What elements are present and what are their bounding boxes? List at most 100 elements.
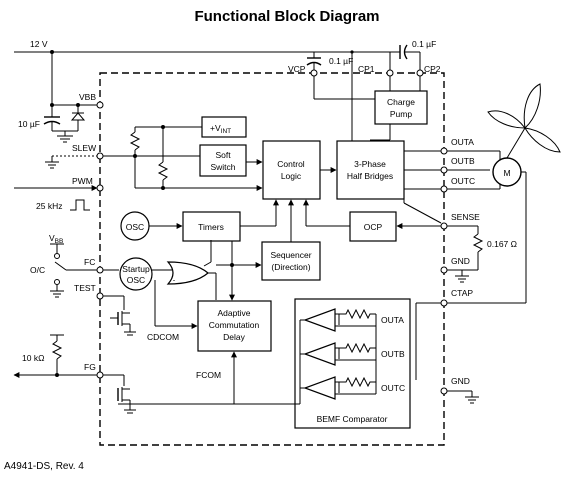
vcp-network: 0.1 µF VCP xyxy=(288,50,375,100)
pin-outc xyxy=(440,185,448,193)
charge-pump-line1: Charge xyxy=(387,97,415,107)
adaptive-line1: Adaptive xyxy=(217,308,250,318)
sequencer-block: Sequencer (Direction) xyxy=(261,199,321,281)
sense-resistor-label: 0.167 Ω xyxy=(487,239,517,249)
diagram-title: Functional Block Diagram xyxy=(194,8,379,25)
fg-network: FG 10 kΩ xyxy=(13,334,300,414)
vcp-cap-label: 0.1 µF xyxy=(329,56,353,66)
timers-label: Timers xyxy=(198,222,224,232)
cdcom-label: CDCOM xyxy=(147,332,179,342)
pin-slew xyxy=(96,152,104,160)
supply-rail: 12 V 10 µF xyxy=(14,39,390,143)
pin-gnd1-label: GND xyxy=(451,256,470,266)
ocp-label: OCP xyxy=(364,222,383,232)
vbb-cap-label: 10 µF xyxy=(18,119,40,129)
sense-network: SENSE 0.167 Ω GND xyxy=(440,212,517,283)
control-logic-block: Control Logic xyxy=(262,140,337,200)
ctap-network: CTAP xyxy=(415,288,527,380)
pin-vcp xyxy=(310,69,318,77)
pin-gnd2 xyxy=(440,387,448,395)
oc-label: O/C xyxy=(30,265,45,275)
pin-gnd1 xyxy=(440,266,448,274)
pin-ctap xyxy=(440,299,448,307)
bemf-label: BEMF Comparator xyxy=(317,414,388,424)
pin-cp1-label: CP1 xyxy=(358,64,375,74)
charge-pump-block: Charge Pump xyxy=(370,90,428,141)
pwm-freq-label: 25 kHz xyxy=(36,201,62,211)
adaptive-line3: Delay xyxy=(223,332,245,342)
startup-osc-line2: OSC xyxy=(127,275,145,285)
pin-vbb-label: VBB xyxy=(79,92,96,102)
pin-outa xyxy=(440,147,448,155)
pin-sense xyxy=(440,222,448,230)
startup-osc-block: Startup OSC xyxy=(119,257,172,291)
fg-pullup-label: 10 kΩ xyxy=(22,353,44,363)
osc-label: OSC xyxy=(126,222,144,232)
pin-slew-label: SLEW xyxy=(72,143,96,153)
pin-pwm xyxy=(96,184,104,192)
pin-cp1 xyxy=(386,69,394,77)
motor-label: M xyxy=(503,168,510,178)
startup-osc-line1: Startup xyxy=(122,264,150,274)
vint-prefix: +V xyxy=(210,123,221,133)
adaptive-commutation-block: Adaptive Commutation Delay CDCOM FCOM xyxy=(147,280,272,404)
pwm-input: PWM 25 kHz xyxy=(14,176,263,211)
adaptive-line2: Commutation xyxy=(209,320,260,330)
pin-cp2 xyxy=(416,69,424,77)
bemf-comparator-block: BEMF Comparator OUTA OUTB OUTC xyxy=(294,298,411,429)
control-logic-line1: Control xyxy=(277,159,305,169)
pin-fg-label: FG xyxy=(84,362,96,372)
motor: M xyxy=(492,157,527,300)
vint-block: +VINT xyxy=(135,116,247,162)
pin-vbb xyxy=(96,101,104,109)
bridges-line2: Half Bridges xyxy=(347,171,393,181)
pin-outa-label: OUTA xyxy=(451,137,474,147)
pin-fc xyxy=(96,266,104,274)
pin-test-label: TEST xyxy=(74,283,96,293)
svg-text:+VINT: +VINT xyxy=(210,123,231,135)
pin-cp2-label: CP2 xyxy=(424,64,441,74)
fc-network: VBB O/C FC xyxy=(30,233,119,298)
pin-fg xyxy=(96,371,104,379)
fcom-label: FCOM xyxy=(196,370,221,380)
vbb-ref-sub: BB xyxy=(55,238,64,245)
cp-cap-label: 0.1 µF xyxy=(412,39,436,49)
svg-text:VBB: VBB xyxy=(49,233,63,245)
pin-ctap-label: CTAP xyxy=(451,288,473,298)
comp-outb-label: OUTB xyxy=(381,349,405,359)
pin-outb-label: OUTB xyxy=(451,156,475,166)
fan-icon xyxy=(487,83,561,159)
slew-network: SLEW xyxy=(45,127,200,190)
charge-pump-line2: Pump xyxy=(390,109,412,119)
bridges-line1: 3-Phase xyxy=(354,159,386,169)
soft-switch-block: Soft Switch xyxy=(199,144,263,177)
sequencer-line2: (Direction) xyxy=(271,262,310,272)
timers-block: Timers xyxy=(182,199,279,242)
pin-vcp-label: VCP xyxy=(288,64,306,74)
soft-switch-line1: Soft xyxy=(215,150,231,160)
soft-switch-line2: Switch xyxy=(210,162,235,172)
pin-gnd2-label: GND xyxy=(451,376,470,386)
or-gate xyxy=(166,240,262,301)
pin-sense-label: SENSE xyxy=(451,212,480,222)
sequencer-line1: Sequencer xyxy=(270,250,311,260)
pin-test xyxy=(96,292,104,300)
ic-boundary xyxy=(99,72,445,446)
osc-block: OSC xyxy=(120,211,183,241)
control-logic-line2: Logic xyxy=(281,171,302,181)
comp-outa-label: OUTA xyxy=(381,315,404,325)
ocp-block: OCP xyxy=(303,199,441,242)
pin-outc-label: OUTC xyxy=(451,176,475,186)
output-pins: OUTA OUTB OUTC xyxy=(440,137,501,193)
footer-label: A4941-DS, Rev. 4 xyxy=(4,461,84,472)
vbb-ref-prefix: V xyxy=(49,233,55,243)
pin-outb xyxy=(440,166,448,174)
cp-network: CP1 CP2 0.1 µF xyxy=(358,39,441,91)
half-bridges-block: 3-Phase Half Bridges xyxy=(336,52,442,224)
rail-label: 12 V xyxy=(30,39,48,49)
gnd2-network: GND xyxy=(440,376,479,404)
pin-pwm-label: PWM xyxy=(72,176,93,186)
vint-sub: INT xyxy=(221,128,232,135)
pin-fc-label: FC xyxy=(84,257,95,267)
